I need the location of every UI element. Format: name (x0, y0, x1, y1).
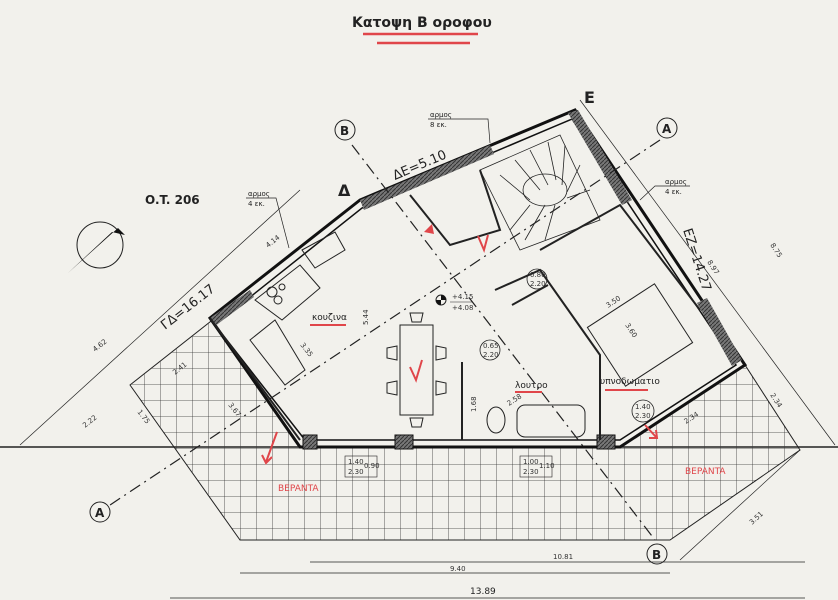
wall-hatched (697, 298, 742, 366)
svg-text:10.81: 10.81 (553, 553, 573, 561)
corner-epsilon: Ε (584, 88, 595, 107)
svg-text:9.40: 9.40 (450, 565, 466, 573)
section-marker-a: A (656, 117, 678, 139)
svg-text:1.68: 1.68 (470, 396, 478, 412)
svg-text:2.30: 2.30 (348, 468, 364, 476)
svg-text:8.75: 8.75 (768, 242, 783, 259)
svg-text:1.00: 1.00 (523, 458, 539, 466)
red-check-marks (261, 234, 659, 465)
svg-text:αρμος: αρμος (430, 111, 452, 119)
wall-hatched (568, 110, 632, 205)
svg-text:0.65: 0.65 (483, 342, 499, 350)
svg-text:0.90: 0.90 (364, 462, 380, 470)
section-marker-b: B (334, 119, 356, 141)
level-marker: +4.15 +4.08 (435, 293, 473, 312)
svg-text:1.10: 1.10 (539, 462, 555, 470)
svg-text:2.20: 2.20 (483, 351, 499, 359)
corner-delta: Δ (338, 181, 351, 200)
bath-fixtures (486, 283, 694, 438)
block-label: O.T. 206 (145, 193, 200, 207)
room-label-veranda: BEPANTA (685, 467, 726, 477)
svg-text:A: A (662, 122, 672, 136)
svg-text:3.51: 3.51 (748, 510, 765, 526)
svg-text:+4.08: +4.08 (452, 304, 473, 312)
room-label-bedroom: υπνοδωματιο (600, 377, 660, 387)
section-lines (109, 139, 661, 541)
kitchen-counter (249, 231, 346, 386)
room-label-bathroom: λουτρο (515, 381, 548, 391)
joint-note: αρμος 8 εκ. (428, 111, 491, 144)
wall-hatched (360, 145, 494, 210)
room-label-kitchen: κουζινα (312, 313, 347, 323)
svg-text:4.62: 4.62 (91, 338, 108, 354)
svg-text:A: A (95, 506, 105, 520)
svg-text:8 εκ.: 8 εκ. (430, 121, 447, 129)
svg-text:5.44: 5.44 (362, 309, 370, 325)
svg-text:4.14: 4.14 (264, 233, 282, 249)
joint-note: αρμος 4 εκ. (639, 178, 690, 201)
dining-table (386, 312, 447, 428)
section-marker-b: B (646, 543, 668, 565)
svg-text:2.22: 2.22 (81, 414, 98, 430)
svg-text:1.40: 1.40 (348, 458, 364, 466)
svg-text:+4.15: +4.15 (452, 293, 473, 301)
dimension-label-total: 13.89 (470, 587, 496, 597)
section-marker-a: A (89, 501, 111, 523)
wall-hatched (210, 290, 254, 326)
svg-text:2.30: 2.30 (635, 412, 651, 420)
plan-title: Κατοψη Β οροφου (352, 15, 492, 31)
svg-text:4 εκ.: 4 εκ. (665, 188, 682, 196)
svg-text:B: B (340, 124, 349, 138)
direction-arrow-icon (424, 224, 434, 234)
dimension-lines (19, 99, 836, 599)
opening-tag: 0.652.20 (479, 339, 501, 361)
svg-text:2.30: 2.30 (523, 468, 539, 476)
north-arrow-icon (68, 221, 125, 273)
opening-tag: 1.40 2.300.90 (344, 455, 380, 478)
joint-note: αρμος 4 εκ. (246, 190, 290, 249)
svg-text:4 εκ.: 4 εκ. (248, 200, 265, 208)
opening-tag: 1.00 2.301.10 (519, 455, 555, 478)
svg-text:αρμος: αρμος (665, 178, 687, 186)
interior-walls (209, 169, 701, 441)
svg-text:1.40: 1.40 (635, 403, 651, 411)
opening-tag: 0.802.20 (526, 268, 548, 290)
svg-text:B: B (652, 548, 661, 562)
opening-tag: 1.402.30 (631, 399, 655, 423)
room-label-veranda: BEPANTA (278, 484, 319, 494)
svg-text:2.20: 2.20 (530, 280, 546, 288)
svg-text:0.80: 0.80 (530, 271, 546, 279)
svg-text:αρμος: αρμος (248, 190, 270, 198)
